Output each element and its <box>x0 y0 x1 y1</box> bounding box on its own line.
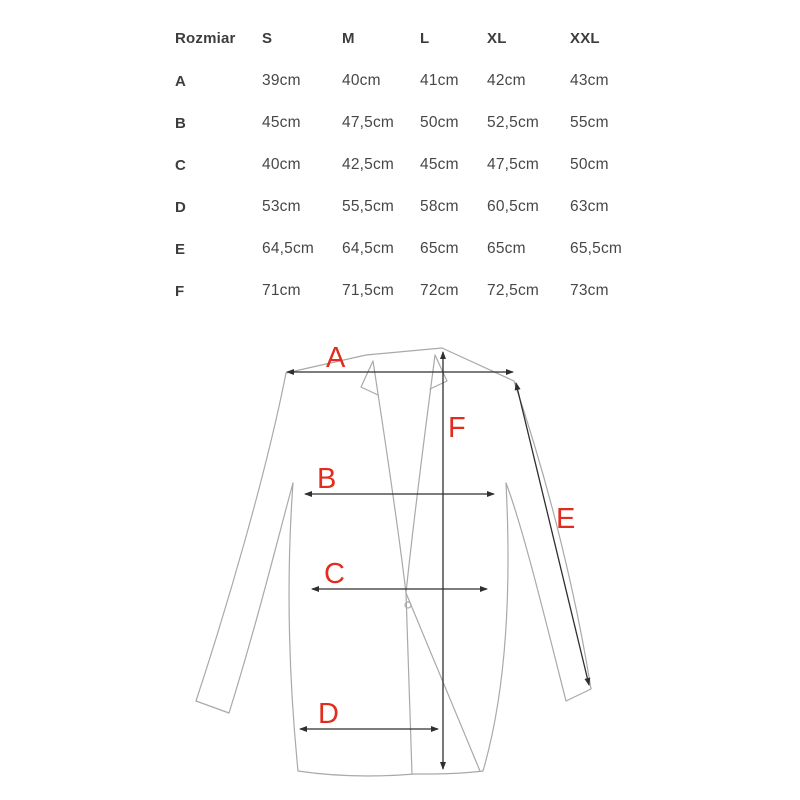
cell-a-xxl: 43cm <box>570 72 609 89</box>
cell-d-xxl: 63cm <box>570 198 609 215</box>
jacket-right-cuff <box>565 688 592 702</box>
cell-d-xl: 60,5cm <box>487 198 540 215</box>
measurement-labels: A B C D E F <box>317 342 575 730</box>
cell-a-m: 40cm <box>342 72 381 89</box>
row-label: C <box>175 156 186 174</box>
col-header-l: L <box>420 29 430 47</box>
jacket-right-shoulder <box>441 347 515 382</box>
cell-c-l: 45cm <box>420 156 459 173</box>
cell-b-s: 45cm <box>262 114 301 131</box>
cell-b-m: 47,5cm <box>342 114 395 131</box>
jacket-left-lapel <box>372 360 407 594</box>
label-f: F <box>448 412 466 444</box>
cell-f-xl: 72,5cm <box>487 282 540 299</box>
col-header-xl: XL <box>487 29 507 47</box>
size-table: Rozmiar S M L XL XXL A 39cm 40cm 41cm 42… <box>175 16 645 312</box>
jacket-hem-right <box>414 770 484 775</box>
cell-b-xxl: 55cm <box>570 114 609 131</box>
jacket-hem-left <box>297 770 416 777</box>
jacket-left-sleeve-inner <box>228 482 294 714</box>
cell-e-xl: 65cm <box>487 240 526 257</box>
cell-f-l: 72cm <box>420 282 459 299</box>
cell-e-m: 64,5cm <box>342 240 395 257</box>
label-e: E <box>556 503 575 535</box>
table-row-d: D 53cm 55,5cm 58cm 60,5cm 63cm <box>175 186 645 228</box>
cell-e-s: 64,5cm <box>262 240 315 257</box>
row-label: F <box>175 282 185 300</box>
jacket-button <box>404 601 412 609</box>
cell-e-l: 65cm <box>420 240 459 257</box>
row-label: D <box>175 198 186 216</box>
cell-a-s: 39cm <box>262 72 301 89</box>
table-row-b: B 45cm 47,5cm 50cm 52,5cm 55cm <box>175 102 645 144</box>
jacket-right-lapel-notch <box>429 354 448 390</box>
jacket-measurement-diagram: A B C D E F <box>170 325 630 795</box>
cell-f-s: 71cm <box>262 282 301 299</box>
jacket-front-edge <box>405 592 413 775</box>
cell-d-s: 53cm <box>262 198 301 215</box>
jacket-collar-top <box>365 347 443 356</box>
jacket-outline <box>195 347 592 777</box>
cell-c-xl: 47,5cm <box>487 156 540 173</box>
col-header-xxl: XXL <box>570 29 600 47</box>
label-a: A <box>326 342 346 374</box>
col-header-rozmiar: Rozmiar <box>175 29 236 47</box>
cell-d-m: 55,5cm <box>342 198 395 215</box>
cell-c-s: 40cm <box>262 156 301 173</box>
col-header-m: M <box>342 29 355 47</box>
jacket-diagram-svg: A B C D E F <box>195 342 592 777</box>
cell-f-xxl: 73cm <box>570 282 609 299</box>
jacket-left-side <box>288 482 299 772</box>
cell-b-l: 50cm <box>420 114 459 131</box>
row-label: E <box>175 240 186 258</box>
cell-e-xxl: 65,5cm <box>570 240 623 257</box>
cell-c-xxl: 50cm <box>570 156 609 173</box>
table-row-a: A 39cm 40cm 41cm 42cm 43cm <box>175 60 645 102</box>
cell-f-m: 71,5cm <box>342 282 395 299</box>
table-row-c: C 40cm 42,5cm 45cm 47,5cm 50cm <box>175 144 645 186</box>
size-table-header-row: Rozmiar S M L XL XXL <box>175 16 645 60</box>
label-c: C <box>324 558 345 590</box>
cell-c-m: 42,5cm <box>342 156 395 173</box>
row-label: A <box>175 72 186 90</box>
jacket-right-side <box>482 482 509 772</box>
jacket-left-cuff <box>195 700 230 714</box>
label-b: B <box>317 463 336 495</box>
table-row-e: E 64,5cm 64,5cm 65cm 65cm 65,5cm <box>175 228 645 270</box>
cell-d-l: 58cm <box>420 198 459 215</box>
table-row-f: F 71cm 71,5cm 72cm 72,5cm 73cm <box>175 270 645 312</box>
measure-line-e <box>514 382 591 686</box>
cell-a-xl: 42cm <box>487 72 526 89</box>
row-label: B <box>175 114 186 132</box>
cell-b-xl: 52,5cm <box>487 114 540 131</box>
measurement-lines <box>286 351 591 770</box>
col-header-s: S <box>262 29 273 47</box>
label-d: D <box>318 698 339 730</box>
jacket-left-sleeve-outer <box>195 372 287 702</box>
cell-a-l: 41cm <box>420 72 459 89</box>
jacket-right-lapel <box>405 354 436 594</box>
